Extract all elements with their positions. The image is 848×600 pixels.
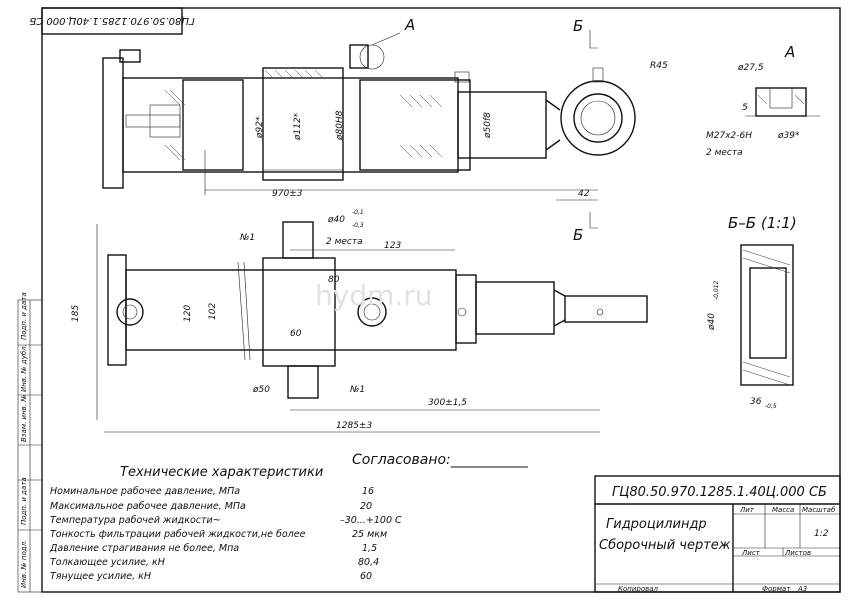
- dim-102: 102: [208, 303, 218, 320]
- dim-80: 80: [328, 275, 340, 285]
- dim-d40-tol-upper: -0,1: [352, 209, 364, 216]
- BB-36-tol: -0,5: [765, 403, 777, 410]
- dim-60: 60: [290, 329, 302, 339]
- dim-120: 120: [183, 305, 193, 322]
- dim-2-places: 2 места: [326, 237, 363, 247]
- spec-title: Технические характеристики: [120, 465, 323, 480]
- top-code-stamp: [41, 7, 183, 35]
- callout-no1-top: №1: [239, 233, 255, 243]
- spec-value-4: 25 мкм: [352, 529, 387, 540]
- detail-A-d39: ø39*: [777, 131, 800, 141]
- mass-label: Масса: [772, 506, 794, 514]
- top-view-dims: ø92* ø112* ø80H8 ø50f8 R45 42 970±3: [255, 61, 668, 199]
- dim-970: 970±3: [272, 189, 303, 199]
- detail-A-5: 5: [742, 103, 748, 113]
- section-BB-label: Б–Б (1:1): [728, 214, 797, 232]
- sheet-label: Лист: [741, 549, 761, 557]
- detail-A: А ø27,5 5 М27х2-6Н ø39* 2 места: [706, 43, 820, 158]
- spec-value-1: 16: [362, 486, 374, 497]
- format-label: Формат: [762, 585, 791, 593]
- dim-d112: ø112*: [293, 112, 303, 141]
- copied-label: Копировал: [618, 585, 659, 593]
- dim-d40-tol-lower: -0,3: [352, 222, 364, 229]
- spec-label-1: Номинальное рабочее давление, МПа: [50, 486, 240, 497]
- title-block: ГЦ80.50.970.1285.1.40Ц.000 СБ Гидроцилин…: [594, 475, 841, 593]
- BB-d40: ø40: [707, 313, 717, 331]
- spec-label-3: Температура рабочей жидкости~: [50, 515, 221, 526]
- detail-A-note: 2 места: [706, 148, 743, 158]
- spec-table: Технические характеристики Номинальное р…: [49, 465, 402, 582]
- spec-value-5: 1,5: [362, 543, 377, 554]
- BB-36: 36: [750, 397, 762, 407]
- side-label-4: Подп. и дата: [20, 477, 28, 525]
- dim-300: 300±1,5: [428, 398, 467, 408]
- dim-d40-shaft: ø40: [327, 215, 345, 225]
- side-label-1: Подп. и дата: [20, 292, 28, 340]
- front-view: [107, 221, 648, 399]
- spec-label-2: Максимальное рабочее давление, МПа: [50, 501, 246, 512]
- dim-185: 185: [71, 305, 81, 322]
- spec-value-3: –30...+100 С: [340, 515, 402, 526]
- approval-line: Согласовано:___________: [352, 452, 529, 468]
- detail-A-label: А: [784, 43, 795, 61]
- label-A-top: А: [404, 16, 415, 34]
- side-label-2: Инв. № дубл.: [20, 344, 28, 392]
- dim-42: 42: [578, 189, 590, 199]
- spec-label-6: Толкающее усилие, кН: [50, 557, 165, 568]
- title-name-1: Гидроцилиндр: [606, 517, 707, 532]
- dim-r45: R45: [650, 61, 668, 71]
- label-B-top: Б: [573, 17, 583, 35]
- callout-no1-bottom: №1: [349, 385, 365, 395]
- side-label-5: Инв. № подл.: [20, 540, 28, 588]
- spec-label-4: Тонкость фильтрации рабочей жидкости,не …: [50, 529, 306, 540]
- title-name-2: Сборочный чертеж: [599, 538, 731, 553]
- BB-d40-tol: -0,012: [713, 280, 720, 300]
- dim-d50f8: ø50f8: [483, 112, 493, 139]
- format-value: А3: [797, 585, 807, 593]
- label-B-bottom: Б: [573, 226, 583, 244]
- detail-A-thread: М27х2-6Н: [706, 131, 752, 141]
- detail-A-d275: ø27,5: [737, 63, 764, 73]
- scale-value: 1:2: [814, 529, 829, 539]
- dim-d92: ø92*: [255, 116, 265, 139]
- section-BB: Б–Б (1:1) ø40 -0,012 36 -0,5: [707, 214, 797, 410]
- top-section-view: [102, 44, 636, 189]
- spec-label-5: Давление страгивания не более, Мпа: [49, 543, 239, 554]
- dim-d80h8: ø80H8: [335, 110, 345, 141]
- scale-label: Масштаб: [802, 506, 836, 514]
- spec-label-7: Тянущее усилие, кН: [50, 571, 151, 582]
- dim-d50-shaft: ø50: [252, 385, 270, 395]
- dim-1285: 1285±3: [336, 421, 372, 431]
- side-label-3: Взам. инв. №: [20, 394, 28, 442]
- spec-value-7: 60: [360, 571, 372, 582]
- front-view-dims: ø40 -0,1 -0,3 2 места №1 123 80 185 120 …: [71, 209, 467, 431]
- watermark: hydm.ru: [315, 279, 433, 312]
- lit-label: Лит: [739, 506, 755, 514]
- spec-value-6: 80,4: [358, 557, 379, 568]
- spec-value-2: 20: [360, 501, 372, 512]
- sheets-label: Листов: [784, 549, 811, 557]
- dim-123: 123: [384, 241, 401, 251]
- top-code-text: ГЦ80.50.970.1285.1.40Ц.000 СБ: [29, 15, 194, 26]
- title-code: ГЦ80.50.970.1285.1.40Ц.000 СБ: [612, 485, 827, 500]
